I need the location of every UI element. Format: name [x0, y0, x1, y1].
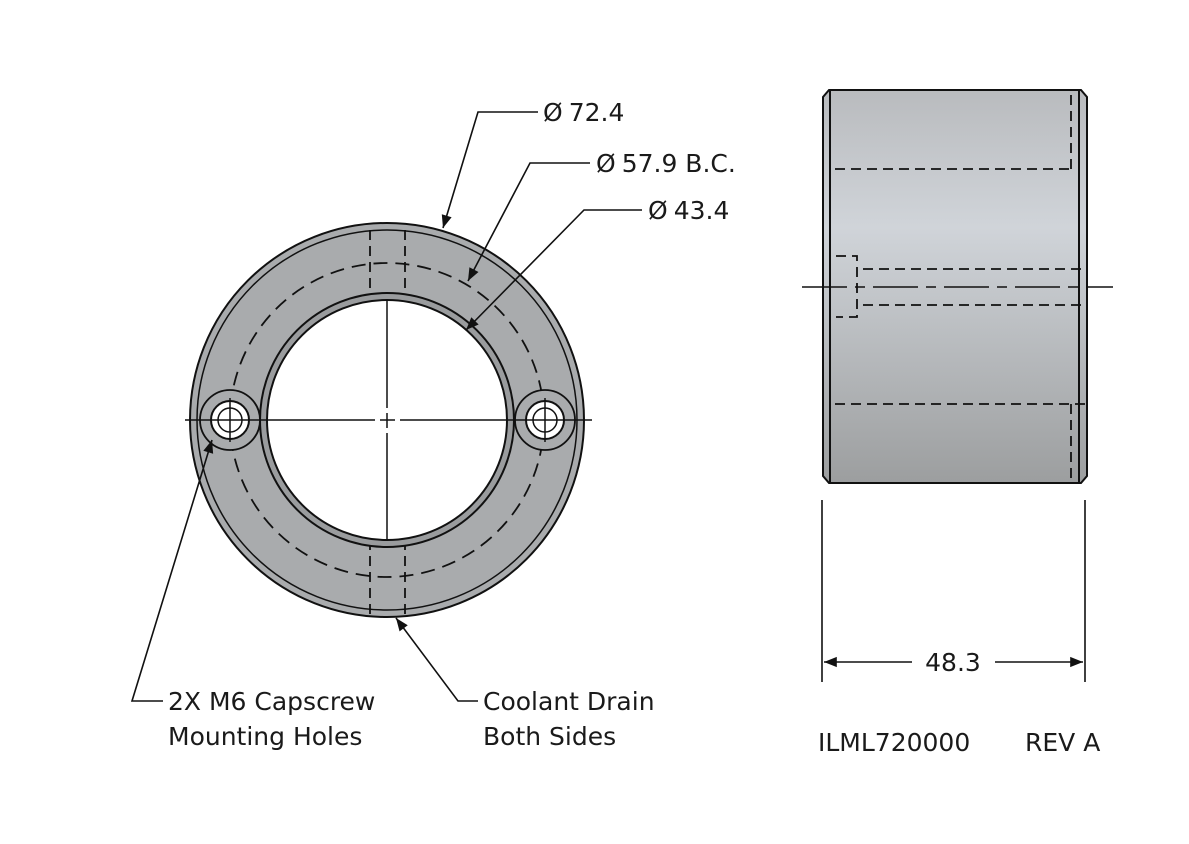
- diameter-symbol: Ø: [648, 196, 668, 225]
- side-view: [802, 89, 1113, 484]
- centerlines: [185, 300, 592, 540]
- drain-note-line2: Both Sides: [483, 722, 616, 751]
- length-label: 48.3: [925, 648, 981, 677]
- front-view: [185, 222, 592, 618]
- revision: REV A: [1025, 728, 1100, 757]
- diameter-symbol: Ø: [543, 98, 563, 127]
- drain-note-line1: Coolant Drain: [483, 687, 655, 716]
- bolt-circle-label: 57.9 B.C.: [622, 149, 736, 178]
- svg-text:Ø72.4: Ø72.4: [543, 98, 624, 127]
- part-number: ILML720000: [818, 728, 970, 757]
- diameter-symbol: Ø: [596, 149, 616, 178]
- svg-text:Ø43.4: Ø43.4: [648, 196, 729, 225]
- coolant-drain-slots: [369, 230, 406, 614]
- mounting-note-line1: 2X M6 Capscrew: [168, 687, 375, 716]
- svg-text:Ø57.9 B.C.: Ø57.9 B.C.: [596, 149, 736, 178]
- outer-diameter-label: 72.4: [569, 98, 625, 127]
- bore-diameter-label: 43.4: [674, 196, 730, 225]
- mounting-note-line2: Mounting Holes: [168, 722, 362, 751]
- leaders: [130, 111, 1086, 702]
- hidden-lines: [835, 95, 1085, 480]
